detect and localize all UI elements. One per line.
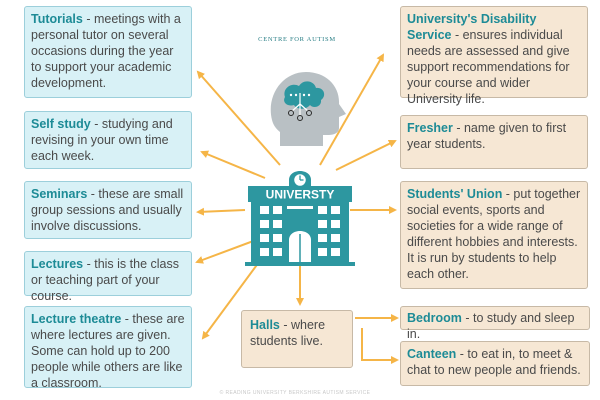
canteen-desc: - to eat in, to meet & chat to new peopl…: [407, 347, 581, 377]
bedroom-title: Bedroom: [407, 311, 462, 325]
disability-service-desc: - ensures individual needs are assessed …: [407, 28, 570, 106]
bedroom-desc: - to study and sleep in.: [407, 311, 575, 341]
halls-desc: - where students live.: [250, 318, 326, 348]
box-canteen: Canteen - to eat in, to meet & chat to n…: [400, 341, 590, 386]
disability-service-title: University's Disability Service: [407, 12, 537, 42]
canteen-title: Canteen: [407, 347, 457, 361]
fresher-desc: - name given to first year students.: [407, 121, 567, 151]
box-lectures: Lectures - this is the class or teaching…: [24, 251, 192, 303]
arrow-seminars: [196, 207, 246, 216]
lecture-theatre-title: Lecture theatre: [31, 312, 122, 326]
logo-text: CENTRE FOR AUTISM: [258, 36, 336, 43]
arrow-disability: [319, 53, 384, 166]
university-building-icon: [245, 171, 355, 266]
arrow-tutorials: [196, 70, 281, 166]
self-study-title: Self study: [31, 117, 91, 131]
tutorials-desc: - meetings with a personal tutor on seve…: [31, 12, 181, 90]
self-study-desc: - studying and revising in your own time…: [31, 117, 173, 163]
centre-for-autism-logo: CENTRE FOR AUTISM: [235, 2, 359, 52]
footer-credit: © READING UNIVERSITY BERKSHIRE AUTISM SE…: [219, 390, 371, 396]
box-tutorials: Tutorials - meetings with a personal tut…: [24, 6, 192, 98]
seminars-title: Seminars: [31, 187, 88, 201]
box-students-union: Students' Union - put together social ev…: [400, 181, 588, 289]
box-halls: Halls - where students live.: [241, 310, 353, 368]
arrow-lecture-theatre: [201, 257, 263, 340]
arrow-canteen: [361, 328, 399, 364]
seminars-desc: - these are small group sessions and usu…: [31, 187, 184, 233]
students-union-title: Students' Union: [407, 187, 503, 201]
tutorials-title: Tutorials: [31, 12, 83, 26]
box-lecture-theatre: Lecture theatre - these are where lectur…: [24, 306, 192, 390]
lecture-theatre-desc: - these are where lectures are given. So…: [31, 312, 185, 390]
fresher-title: Fresher: [407, 121, 453, 135]
lectures-desc: - this is the class or teaching part of …: [31, 257, 179, 303]
lectures-title: Lectures: [31, 257, 84, 271]
arrow-lectures: [195, 239, 257, 264]
box-bedroom: Bedroom - to study and sleep in.: [400, 306, 590, 341]
box-seminars: Seminars - these are small group session…: [24, 181, 192, 239]
arrow-self-study: [200, 150, 266, 179]
head-brain-icon: [270, 72, 346, 146]
box-self-study: Self study - studying and revising in yo…: [24, 111, 192, 169]
arrow-fresher: [335, 140, 397, 171]
university-sign: UNIVERSTY: [266, 188, 335, 202]
students-union-desc: - put together social events, sports and…: [407, 187, 581, 281]
box-disability-service: University's Disability Service - ensure…: [400, 6, 588, 106]
connector-arrows: [195, 53, 399, 364]
box-fresher: Fresher - name given to first year stude…: [400, 115, 588, 169]
halls-title: Halls: [250, 318, 280, 332]
